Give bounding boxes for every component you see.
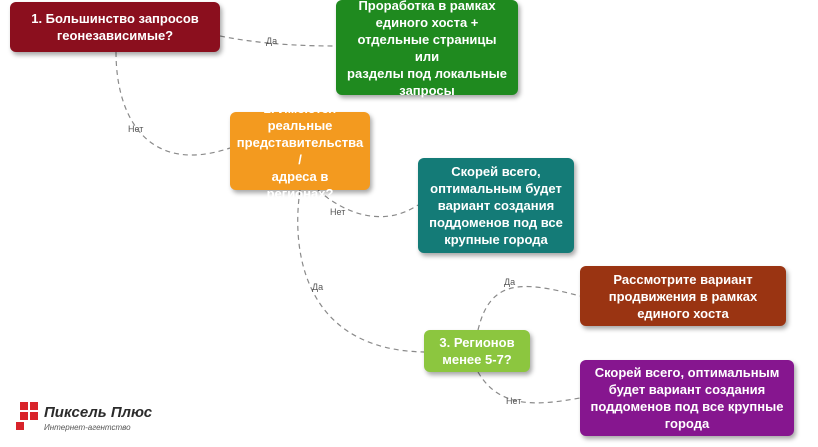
edge-q1-yes xyxy=(219,35,337,47)
edge-label-q3-no: Нет xyxy=(506,396,522,406)
question-3-node: 3. Регионов менее 5-7? xyxy=(424,330,530,372)
edge-label-q1-no: Нет xyxy=(128,124,144,134)
logo-subtitle: Интернет-агентство xyxy=(44,423,131,432)
answer-yes-3-text: Рассмотрите вариант продвижения в рамках… xyxy=(608,271,758,321)
question-3-text: 3. Регионов менее 5-7? xyxy=(439,335,515,367)
answer-no-3-text: Скорей всего, оптимальным будет вариант … xyxy=(590,365,784,431)
edge-q1-no xyxy=(115,51,231,156)
question-2-text: 2. Имеются реальные представительства / … xyxy=(236,101,364,201)
answer-no-3-node: Скорей всего, оптимальным будет вариант … xyxy=(580,360,794,436)
question-1-text: 1. Большинство запросов геонезависимые? xyxy=(31,11,199,43)
answer-no-2-text: Скорей всего, оптимальным будет вариант … xyxy=(429,164,563,247)
answer-yes-1-text: Проработка в рамках единого хоста + отде… xyxy=(347,0,507,98)
edge-q2-yes xyxy=(297,189,425,353)
answer-yes-1-node: Проработка в рамках единого хоста + отде… xyxy=(336,0,518,98)
edge-label-q2-no: Нет xyxy=(330,207,346,217)
edge-q3-no xyxy=(477,371,581,404)
question-1-node: 1. Большинство запросов геонезависимые? xyxy=(10,2,220,52)
pixel-plus-logo-icon xyxy=(16,402,38,430)
edge-label-q3-yes: Да xyxy=(504,277,516,287)
edge-label-q2-yes: Да xyxy=(312,282,324,292)
answer-yes-3-node: Рассмотрите вариант продвижения в рамках… xyxy=(580,266,786,326)
edge-q3-yes xyxy=(477,285,581,331)
edge-label-q1-yes: Да xyxy=(266,36,278,46)
question-2-node: 2. Имеются реальные представительства / … xyxy=(230,101,370,201)
edge-q2-no xyxy=(317,189,419,218)
answer-no-2-node: Скорей всего, оптимальным будет вариант … xyxy=(418,158,574,253)
logo-title: Пиксель Плюс xyxy=(44,404,153,421)
